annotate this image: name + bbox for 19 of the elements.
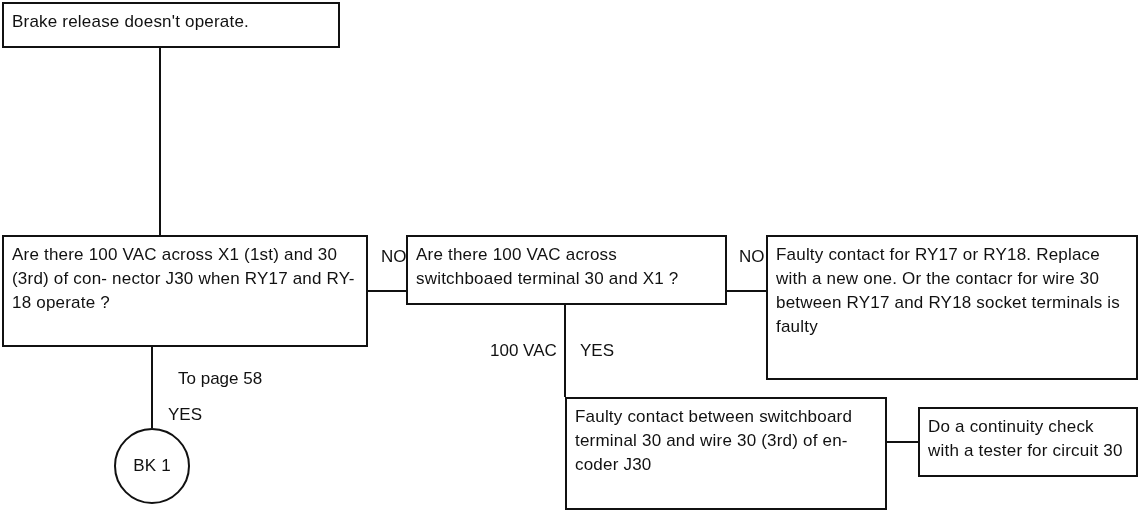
step-text: Are there 100 VAC across switchboaed terminal 30 and X1 ? (416, 244, 680, 290)
connector-line (726, 290, 767, 292)
process-box (565, 397, 887, 510)
connector-line (159, 47, 161, 236)
step-text: Are there 100 VAC across X1 (1st) and 30 (3rd) of con- nector J30 when RY17 and RY- 18 operate ? (12, 244, 356, 314)
process-box (2, 2, 340, 48)
process-box (766, 235, 1138, 380)
step-text: Faulty contact for RY17 or RY18. Replace with a new one. Or the contacr for wire 30 between RY17 and RY18 socket terminals is faulty (776, 244, 1121, 338)
step-text: Brake release doesn't operate. (12, 11, 249, 33)
step-text: Faulty contact between switchboard terminal 30 and wire 30 (3rd) of en- coder J30 (575, 406, 854, 476)
connector-line (367, 290, 407, 292)
connector-label: BK 1 (133, 455, 171, 477)
process-box (406, 235, 727, 305)
connector-line (564, 304, 566, 398)
process-box (2, 235, 368, 347)
connector-line (151, 346, 153, 429)
step-text: Do a continuity check with a tester for circuit 30 (928, 416, 1124, 462)
connector-line (886, 441, 919, 443)
process-box (918, 407, 1138, 477)
